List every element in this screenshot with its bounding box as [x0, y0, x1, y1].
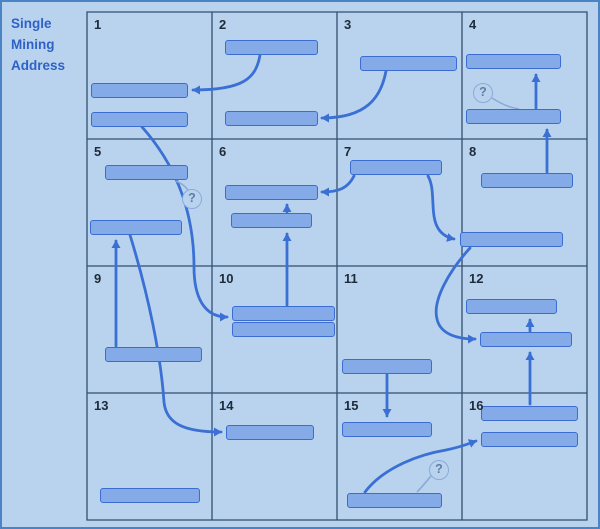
- cell-12-block: [480, 332, 572, 347]
- cell-4-number: 4: [469, 17, 477, 32]
- cell-5-number: 5: [94, 144, 102, 159]
- arrow-slot1-to-slot10: [140, 125, 229, 322]
- cell-11-block: [342, 359, 432, 374]
- cell-15-block: [342, 422, 432, 437]
- arrow-slot7-to-slot8-lower: [426, 174, 456, 242]
- cell-11-number: 11: [344, 271, 358, 286]
- cell-3-number: 3: [344, 17, 352, 32]
- cell-9-block: [105, 347, 202, 362]
- question-mark-badge: ?: [473, 83, 493, 103]
- cell-2-block: [225, 111, 318, 126]
- arrow-slot15-to-slot16: [363, 439, 478, 494]
- arrow-slot5-to-slot14: [128, 233, 223, 437]
- cell-15-number: 15: [344, 398, 359, 413]
- cell-4-block: [466, 109, 561, 124]
- cell-12-block: [466, 299, 557, 314]
- grid-lines: [86, 11, 588, 521]
- cell-8-block: [460, 232, 563, 247]
- cell-10-block: [232, 306, 335, 321]
- cell-8-block: [481, 173, 573, 188]
- cell-6-block: [225, 185, 318, 200]
- cell-3-block: [360, 56, 457, 71]
- cell-6-block: [231, 213, 312, 228]
- arrow-slot7-to-slot6: [320, 174, 356, 197]
- cell-6-number: 6: [219, 144, 227, 159]
- cell-2-number: 2: [219, 17, 227, 32]
- arrow-slot3-to-slot2: [320, 69, 388, 123]
- cell-16-block: [481, 432, 578, 447]
- cell-1-number: 1: [94, 17, 102, 32]
- cell-15-block: [347, 493, 442, 508]
- arrow-slot8-to-slot12: [434, 246, 477, 344]
- title-line: Mining: [11, 36, 55, 52]
- cell-9-number: 9: [94, 271, 102, 286]
- cell-16-block: [481, 406, 578, 421]
- question-mark-badge: ?: [182, 189, 202, 209]
- question-mark-connector: [491, 97, 520, 110]
- cell-7-block: [350, 160, 442, 175]
- arrow-slot2-to-slot1: [191, 53, 262, 95]
- cell-14-number: 14: [219, 398, 234, 413]
- cell-13-block: [100, 488, 200, 503]
- cell-16-number: 16: [469, 398, 484, 413]
- cell-4-block: [466, 54, 561, 69]
- cell-5-block: [105, 165, 188, 180]
- cell-10-number: 10: [219, 271, 234, 286]
- cell-14-block: [226, 425, 314, 440]
- title-line: Address: [11, 57, 66, 73]
- diagram-title: Single Mining Address: [11, 14, 65, 77]
- cell-12-number: 12: [469, 271, 484, 286]
- cell-2-block: [225, 40, 318, 55]
- cell-7-number: 7: [344, 144, 352, 159]
- cell-13-number: 13: [94, 398, 109, 413]
- question-mark-badge: ?: [429, 460, 449, 480]
- title-line: Single: [11, 16, 52, 31]
- cell-8-number: 8: [469, 144, 477, 159]
- cell-5-block: [90, 220, 182, 235]
- cell-10-block: [232, 322, 335, 337]
- cell-1-block: [91, 112, 188, 127]
- question-mark-connector: [416, 475, 432, 493]
- cell-1-block: [91, 83, 188, 98]
